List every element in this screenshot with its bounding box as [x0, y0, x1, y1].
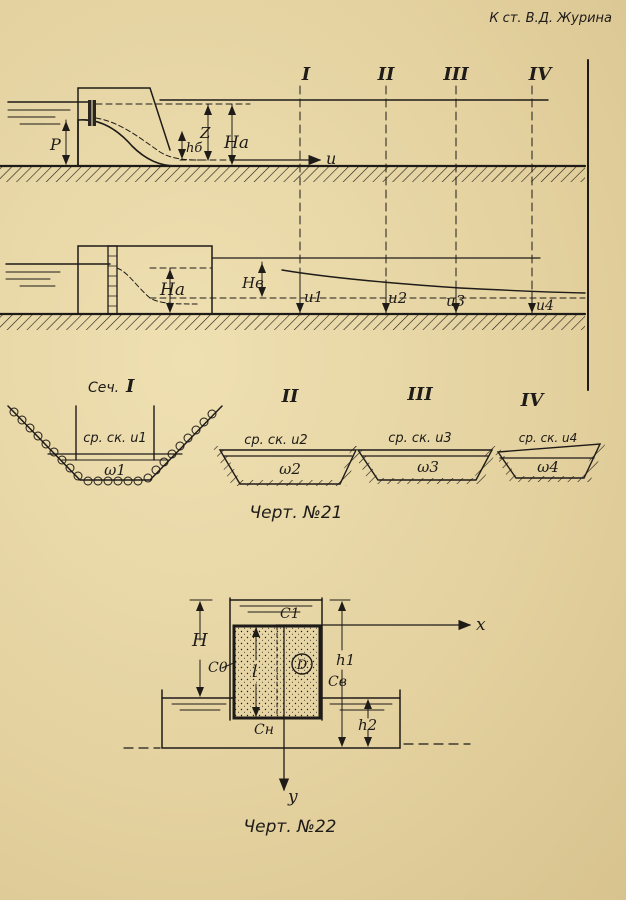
section-1-riprap: [9, 407, 217, 486]
section-3-speed: ср. ск. u3: [388, 431, 451, 446]
label-u2: u2: [388, 289, 407, 307]
label-u: u: [326, 149, 336, 168]
fig21-bottom-profile: Ha Hв u1 u2 u3 u4: [0, 245, 587, 330]
label-l: l: [252, 662, 257, 682]
label-u4: u4: [536, 298, 554, 314]
section-num-1: I: [301, 64, 311, 85]
label-ha-top: Ha: [223, 133, 249, 153]
label-hb-bottom: Hв: [241, 274, 264, 292]
fig21-top-profile: P hб Z Ha u: [0, 87, 587, 182]
fig21-cross-sections: Сеч. I II III IV: [7, 376, 606, 486]
d-circle: [291, 653, 313, 675]
label-c1: C1: [280, 606, 300, 622]
weir-body: [77, 119, 177, 167]
label-d: D: [296, 658, 308, 673]
label-cb: Cв: [328, 674, 347, 690]
caption-fig22: Черт. №22: [244, 817, 337, 837]
section-2-speed: ср. ск. u2: [244, 433, 307, 448]
label-hb-top: hб: [186, 141, 202, 156]
section-3-area: ω3: [417, 458, 439, 476]
section-title-4: IV: [520, 390, 545, 411]
label-H: H: [191, 630, 208, 651]
section-4-area: ω4: [537, 458, 559, 476]
author-note: К ст. В.Д. Журина: [489, 11, 612, 26]
label-x: x: [476, 615, 486, 635]
sections-label: Сеч.: [88, 380, 119, 396]
label-p: P: [49, 135, 61, 154]
nappe-dashed: [95, 117, 201, 161]
ground-hatch-top: [0, 166, 585, 182]
caption-fig21: Черт. №21: [250, 503, 343, 523]
section-num-2: II: [377, 64, 395, 85]
label-u3: u3: [446, 292, 465, 310]
section-1-speed: ср. ск. u1: [83, 431, 146, 446]
label-y: y: [287, 787, 298, 807]
section-2-area: ω2: [279, 460, 301, 478]
section-title-3: III: [406, 384, 433, 405]
section-num-4: IV: [528, 64, 553, 85]
label-h2: h2: [358, 716, 377, 734]
bottom-tank: [161, 689, 401, 749]
section-4-speed: ср. ск. u4: [519, 431, 578, 445]
section-title-1: I: [125, 376, 135, 397]
section-1-area: ω1: [104, 461, 126, 479]
section-title-2: II: [281, 386, 299, 407]
section-1-bed: [7, 405, 223, 481]
label-ha-bottom: Ha: [159, 280, 185, 300]
weir-superstructure: [77, 87, 171, 167]
label-h1: h1: [336, 651, 355, 669]
fig22-diagram: D H x y l h1 h2 C1: [123, 597, 486, 807]
label-z: Z: [199, 124, 211, 142]
fig21-section-markers: I II III IV: [299, 64, 553, 316]
section-num-3: III: [442, 64, 469, 85]
water-surface-profile: [281, 269, 586, 294]
label-u1: u1: [304, 288, 323, 306]
ground-hatch-bottom: [0, 314, 585, 330]
label-c0: C0: [208, 660, 228, 676]
label-cn: Cн: [254, 722, 274, 738]
